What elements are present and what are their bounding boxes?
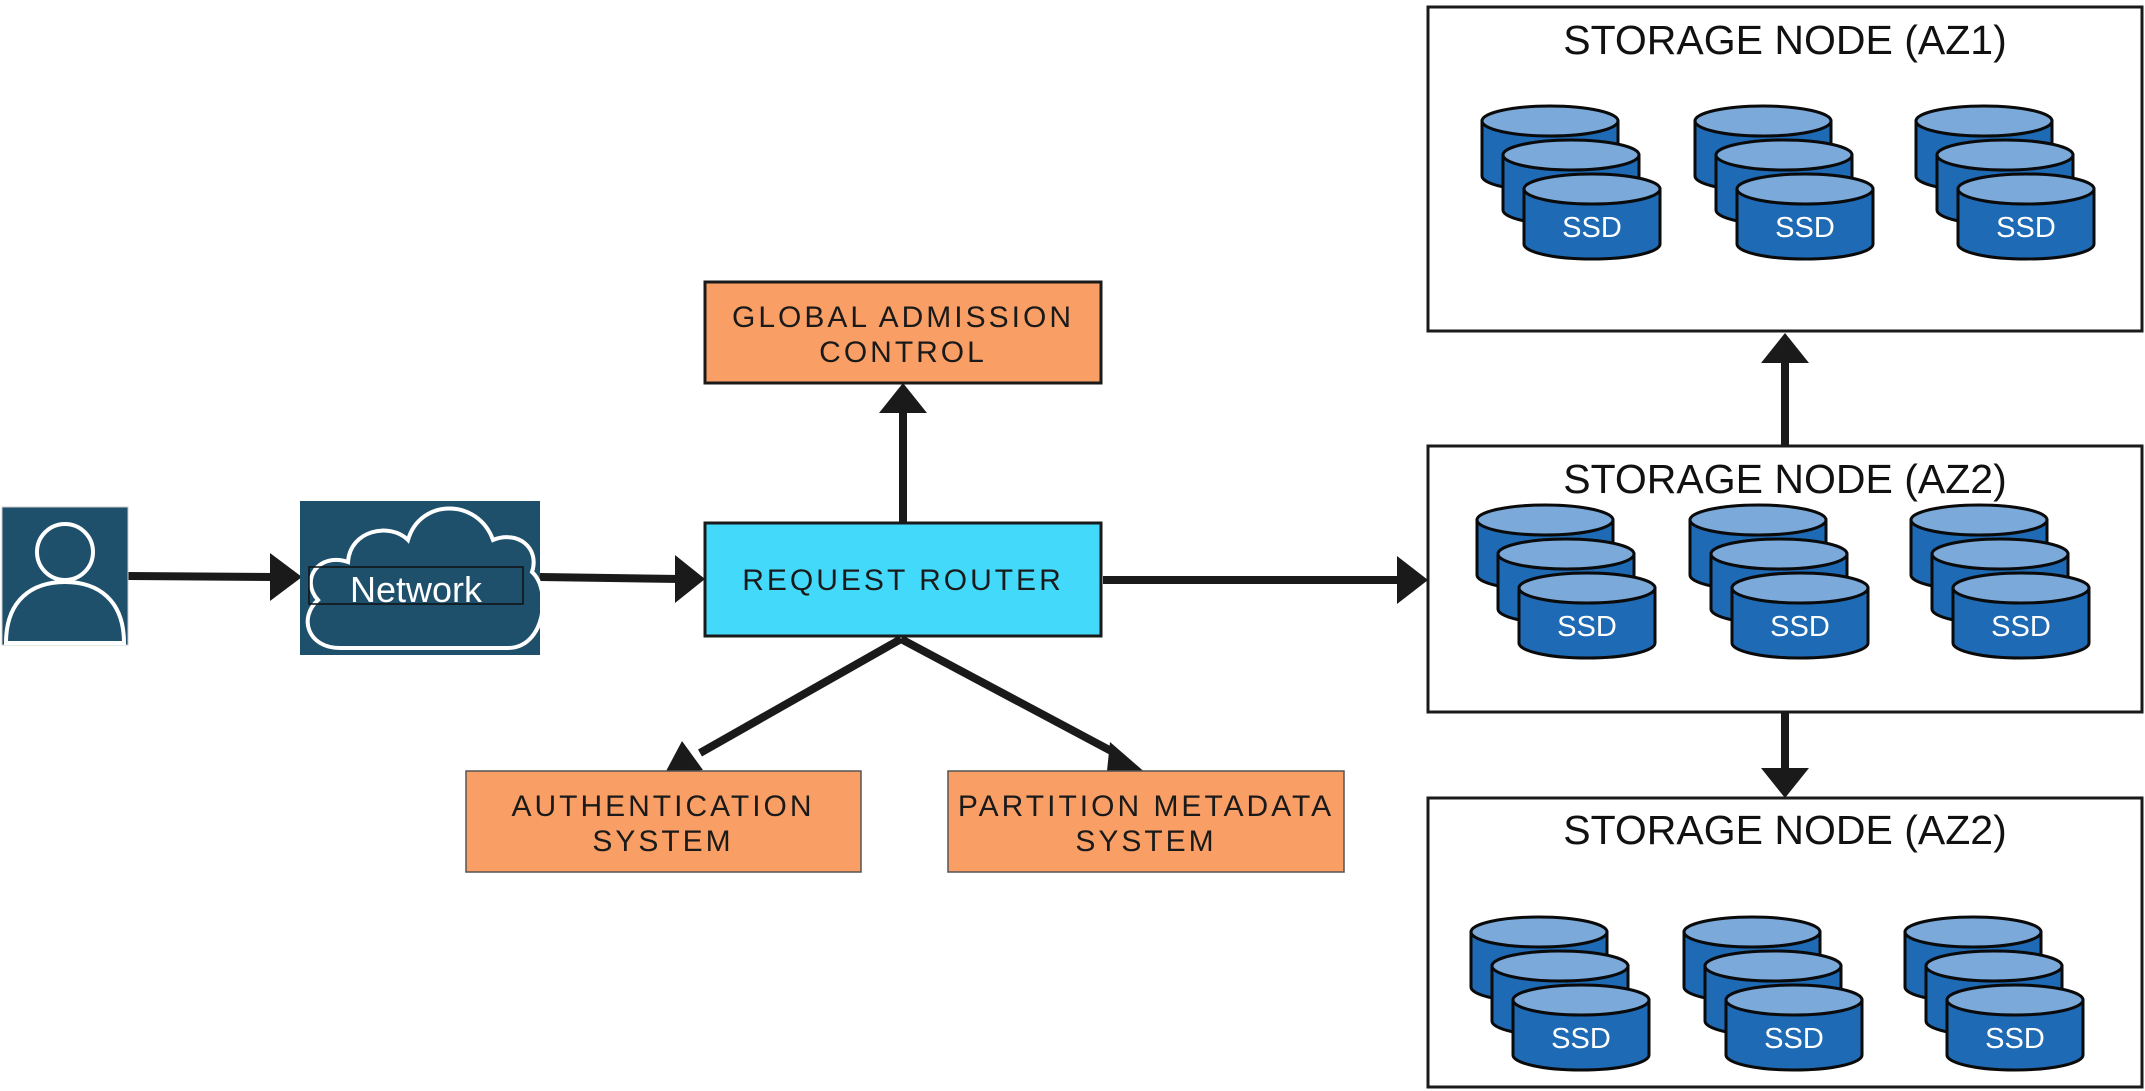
ssd-label: SSD xyxy=(1551,1023,1611,1055)
ssd-stack: SSD xyxy=(1903,915,2085,1072)
network-to-router-arrow xyxy=(539,555,705,603)
ssd-label: SSD xyxy=(1985,1023,2045,1055)
admission-label-line1: GLOBAL ADMISSION xyxy=(732,301,1074,334)
ssd-label: SSD xyxy=(1996,212,2056,244)
ssd-label: SSD xyxy=(1775,212,1835,244)
partition-label-line1: PARTITION METADATA xyxy=(958,790,1334,823)
router-to-storage-arrow xyxy=(1103,556,1428,604)
authentication-system-box[interactable]: AUTHENTICATION SYSTEM xyxy=(465,770,862,873)
ssd-stack: SSD xyxy=(1914,104,2096,261)
ssd-stack: SSD xyxy=(1693,104,1875,261)
storage-node-title: STORAGE NODE (AZ2) xyxy=(1563,456,2006,502)
ssd-label: SSD xyxy=(1770,611,1830,643)
ssd-stack: SSD xyxy=(1469,915,1651,1072)
admission-label-line2: CONTROL xyxy=(819,336,987,369)
az2-to-az2b-arrow xyxy=(1761,713,1809,798)
user-icon xyxy=(3,522,127,645)
auth-label-line2: SYSTEM xyxy=(592,825,733,858)
request-router-label: REQUEST ROUTER xyxy=(742,564,1063,597)
ssd-label: SSD xyxy=(1991,611,2051,643)
storage-node-title: STORAGE NODE (AZ2) xyxy=(1563,807,2006,853)
partition-metadata-system-box[interactable]: PARTITION METADATA SYSTEM xyxy=(947,770,1345,873)
network-box: Network xyxy=(300,501,545,655)
ssd-stack: SSD xyxy=(1909,503,2091,660)
ssd-stack: SSD xyxy=(1682,915,1864,1072)
router-to-admission-arrow xyxy=(879,383,927,523)
ssd-stack: SSD xyxy=(1480,104,1662,261)
ssd-label: SSD xyxy=(1557,611,1617,643)
global-admission-control-box[interactable]: GLOBAL ADMISSION CONTROL xyxy=(703,280,1103,385)
cloud-icon xyxy=(305,506,545,650)
ssd-label: SSD xyxy=(1764,1023,1824,1055)
request-router-box[interactable]: REQUEST ROUTER xyxy=(703,521,1103,638)
auth-label-line1: AUTHENTICATION xyxy=(511,790,814,823)
ssd-label: SSD xyxy=(1562,212,1622,244)
ssd-stack: SSD xyxy=(1475,503,1657,660)
user-to-network-arrow xyxy=(126,553,302,601)
storage-node-title: STORAGE NODE (AZ1) xyxy=(1563,17,2006,63)
partition-label-line2: SYSTEM xyxy=(1075,825,1216,858)
network-label: Network xyxy=(350,569,483,610)
user-box xyxy=(1,506,129,646)
az2-to-az1-arrow xyxy=(1761,333,1809,446)
ssd-stack: SSD xyxy=(1688,503,1870,660)
router-to-auth-arrow xyxy=(664,635,903,775)
router-to-partition-arrow xyxy=(899,635,1148,775)
storage-node-az1[interactable]: STORAGE NODE (AZ1) SSD SSD SSD xyxy=(1426,5,2144,333)
storage-node-az2-secondary[interactable]: STORAGE NODE (AZ2) SSD SSD SSD xyxy=(1426,796,2144,1089)
storage-node-az2[interactable]: STORAGE NODE (AZ2) SSD SSD SSD xyxy=(1426,444,2144,714)
